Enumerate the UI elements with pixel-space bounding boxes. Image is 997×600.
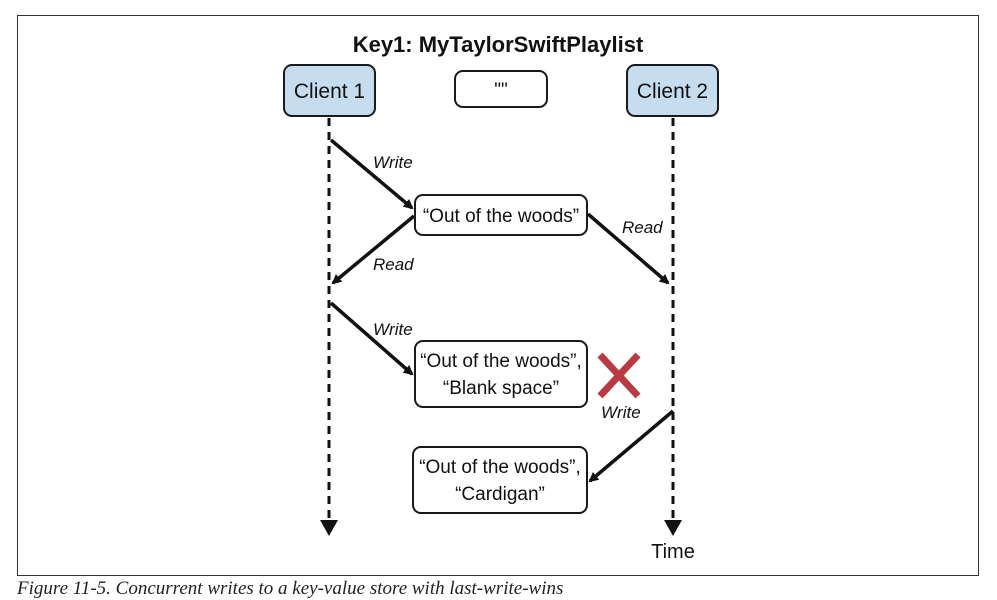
initial-value-label: "": [494, 80, 508, 101]
client-1-lifeline-arrow: [320, 520, 338, 536]
label-client-2-write: Write: [601, 403, 641, 422]
time-axis-label: Time: [651, 541, 695, 563]
figure-caption: Figure 11-5. Concurrent writes to a key-…: [17, 578, 564, 599]
label-client-1-write-2: Write: [373, 320, 413, 339]
state-1-line-1: “Out of the woods”: [423, 206, 579, 227]
client-1-node: Client 1: [283, 64, 376, 117]
state-box-2: “Out of the woods”, “Blank space”: [414, 340, 588, 408]
client-2-lifeline-arrow: [664, 520, 682, 536]
state-2-line-1: “Out of the woods”,: [420, 351, 582, 372]
arrow-client-1-write-1: [329, 138, 414, 210]
client-2-label: Client 2: [637, 80, 708, 103]
diagram-frame: [17, 15, 979, 576]
label-client-1-write-1: Write: [373, 153, 413, 172]
state-box-3: “Out of the woods”, “Cardigan”: [412, 446, 588, 514]
arrow-client-1-write-2: [329, 301, 414, 376]
client-2-node: Client 2: [626, 64, 719, 117]
arrow-client-1-read: [331, 214, 416, 285]
state-2-line-2: “Blank space”: [443, 378, 559, 399]
conflict-x-icon: [597, 352, 641, 399]
arrow-client-2-read: [586, 212, 670, 285]
state-3-line-2: “Cardigan”: [455, 484, 545, 505]
diagram-title: Key1: MyTaylorSwiftPlaylist: [353, 32, 644, 57]
state-box-1: “Out of the woods”: [414, 194, 588, 236]
label-client-2-read: Read: [622, 218, 663, 237]
state-3-line-1: “Out of the woods”,: [419, 457, 581, 478]
label-client-1-read: Read: [373, 255, 414, 274]
arrow-client-2-write: [588, 409, 675, 483]
initial-value-node: "": [454, 70, 548, 108]
client-1-label: Client 1: [294, 80, 365, 103]
